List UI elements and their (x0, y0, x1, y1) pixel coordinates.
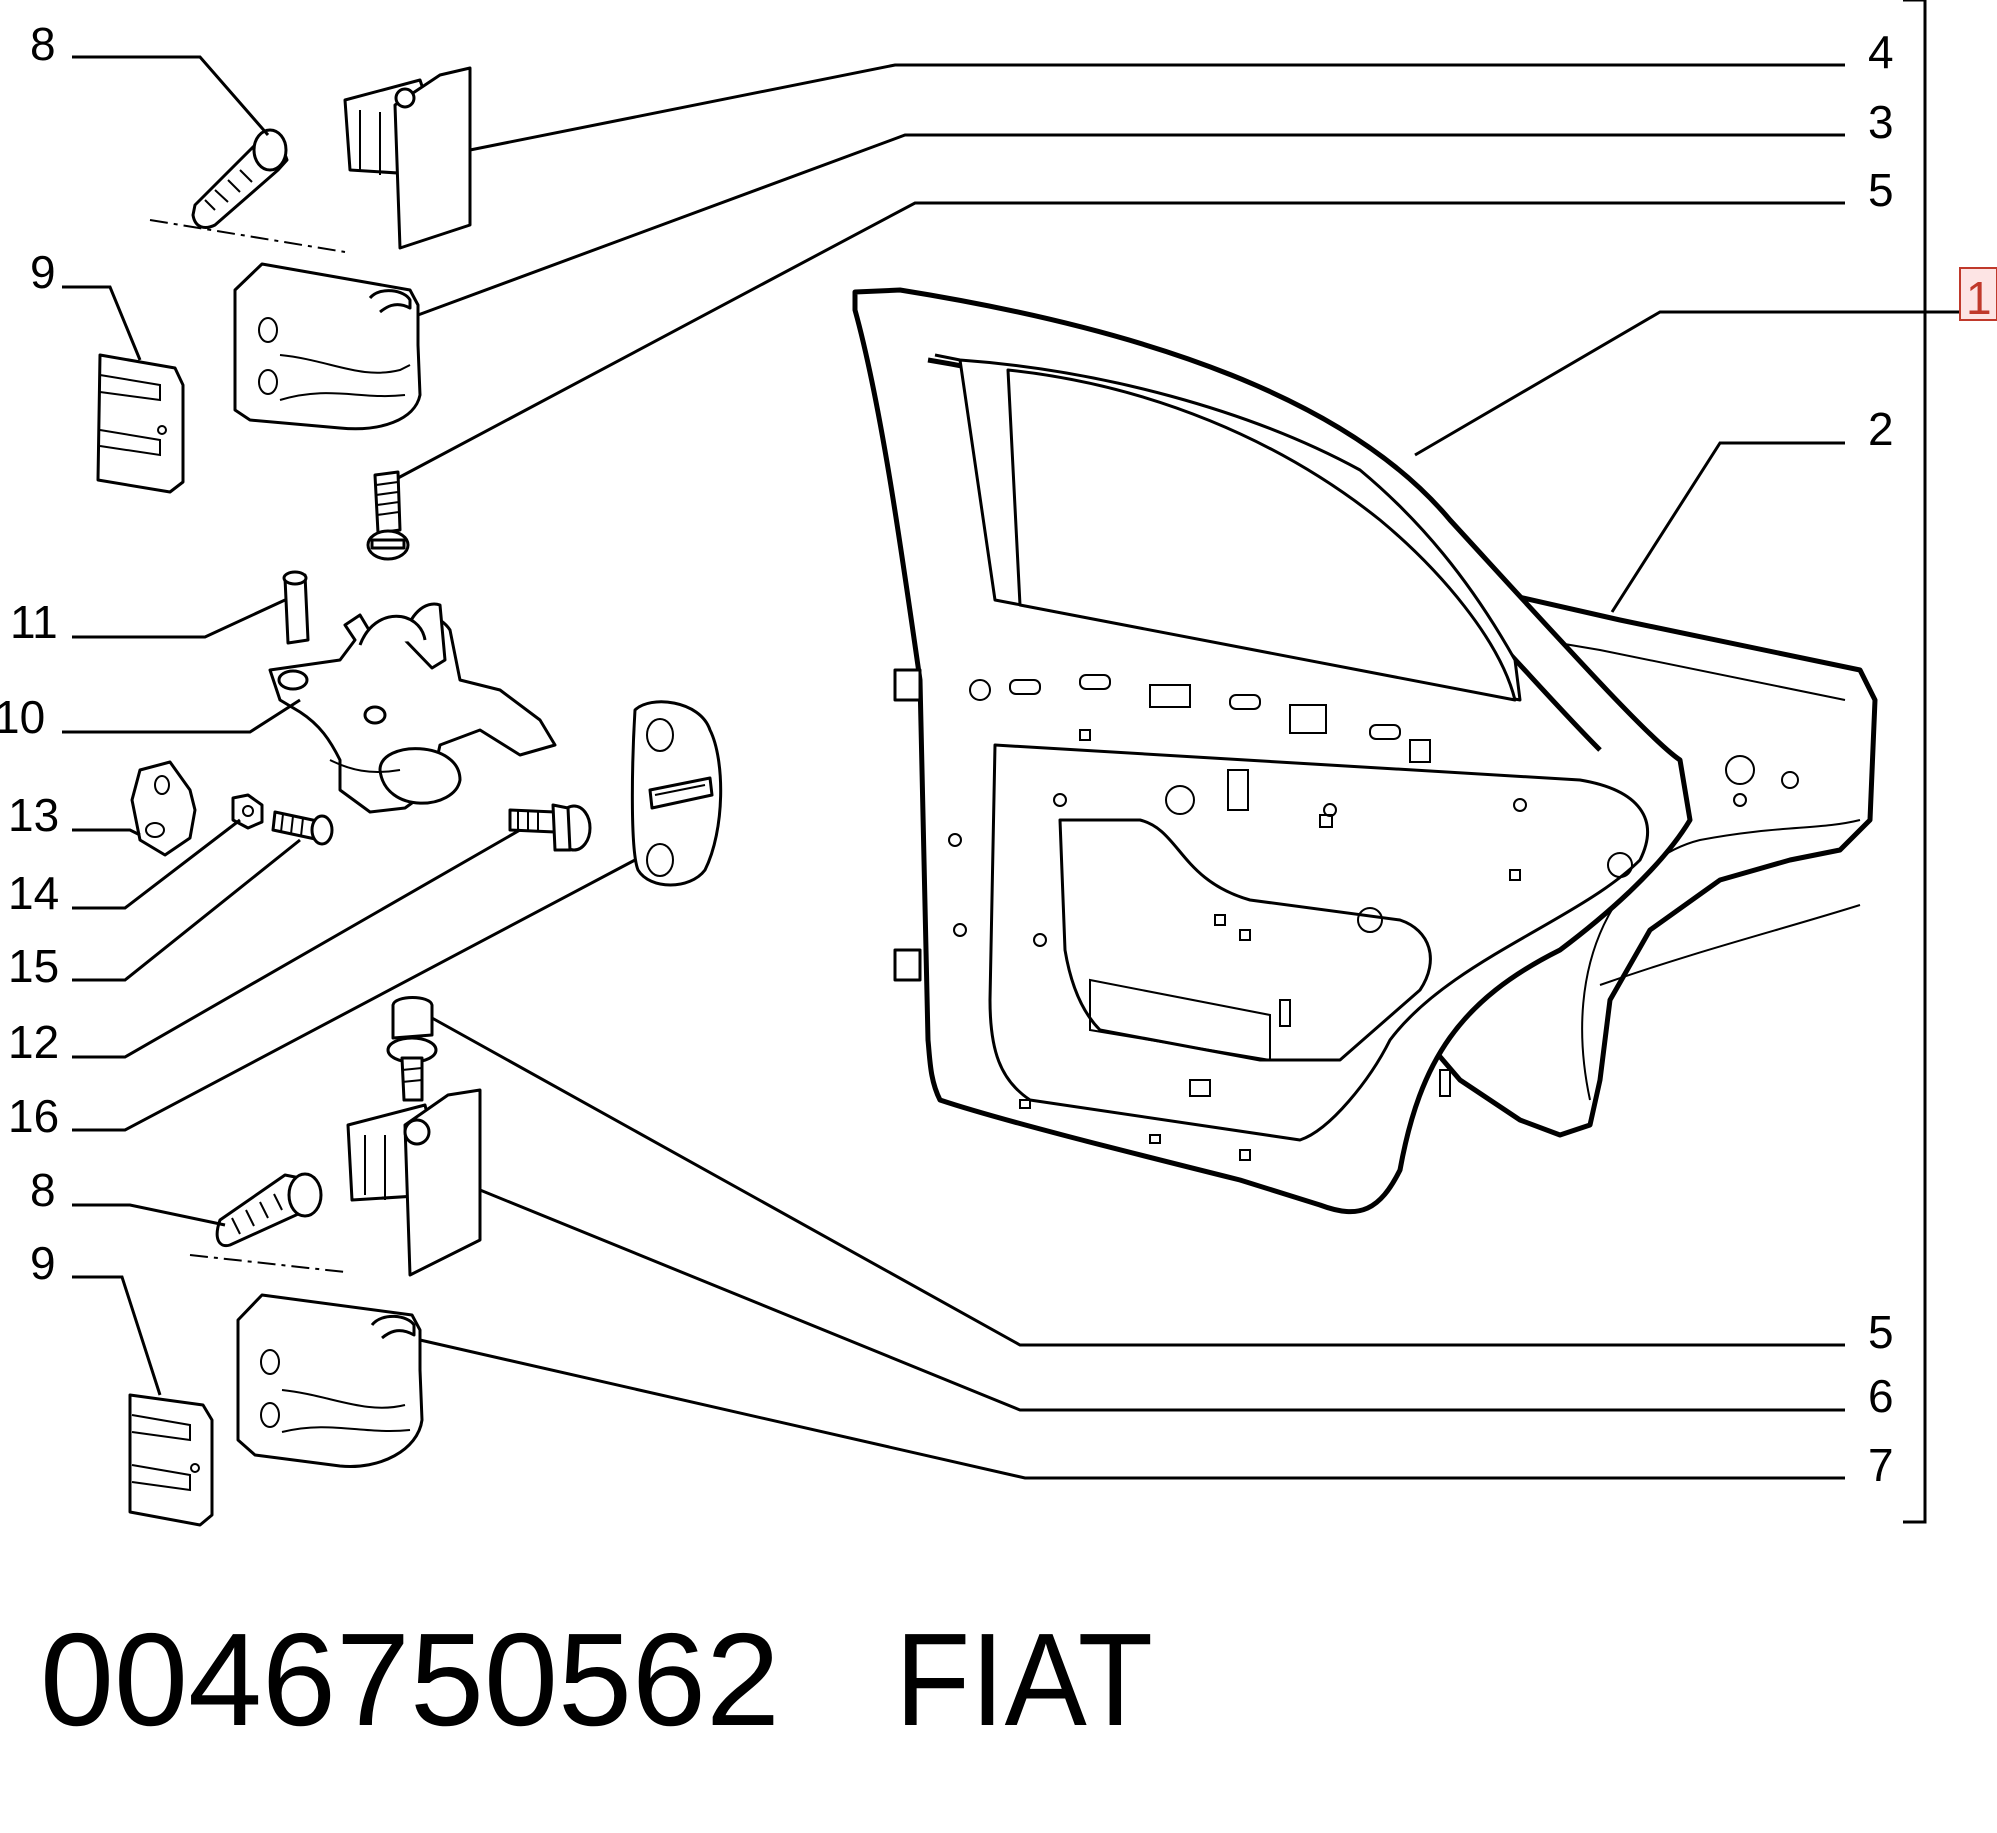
callout-3: 3 (1868, 96, 1894, 148)
door-check-10 (268, 602, 557, 814)
leader-lines (62, 0, 1963, 1524)
screw-12 (508, 803, 592, 852)
hinge-plate-3-top (233, 262, 422, 431)
hinge-half-4-top (343, 66, 472, 250)
callout-8-top: 8 (30, 18, 56, 70)
bolt-5-top (366, 470, 410, 561)
bolt-8-bottom (215, 1172, 323, 1248)
callout-5-bottom: 5 (1868, 1306, 1894, 1358)
bracket-13 (130, 760, 197, 857)
callout-9-top: 9 (30, 246, 56, 298)
callout-13: 13 (8, 789, 59, 841)
bolt-5-bottom (386, 996, 438, 1102)
screw-15 (271, 810, 334, 846)
callout-6: 6 (1868, 1370, 1894, 1422)
brand-name: FIAT (895, 1606, 1153, 1753)
callout-labels: 8 9 11 10 13 14 15 12 16 8 9 4 3 5 1 2 5… (0, 18, 1992, 1491)
callout-1: 1 (1966, 272, 1992, 324)
callout-15: 15 (8, 940, 59, 992)
callout-8-bottom: 8 (30, 1164, 56, 1216)
part-number: 0046750562 (40, 1606, 780, 1753)
hinge-half-6-bottom (346, 1088, 482, 1277)
callout-7: 7 (1868, 1439, 1894, 1491)
callout-14: 14 (8, 867, 59, 919)
door-inner-frame (852, 287, 1799, 1215)
callout-9-bottom: 9 (30, 1237, 56, 1289)
shim-plate-9-top (96, 353, 185, 494)
hinge-plate-7-bottom (236, 1293, 424, 1469)
callout-16: 16 (8, 1090, 59, 1142)
callout-1-highlight (1959, 267, 1997, 321)
callout-5-top: 5 (1868, 164, 1894, 216)
shim-plate-9-bottom (128, 1393, 214, 1527)
callout-10: 10 (0, 691, 45, 743)
nut-14 (231, 793, 264, 830)
bolt-8-top (191, 128, 289, 229)
callout-2: 2 (1868, 403, 1894, 455)
striker-plate-16 (630, 700, 723, 887)
pin-11 (282, 570, 310, 645)
callout-4: 4 (1868, 26, 1894, 78)
callout-12: 12 (8, 1016, 59, 1068)
callout-11: 11 (10, 596, 58, 648)
